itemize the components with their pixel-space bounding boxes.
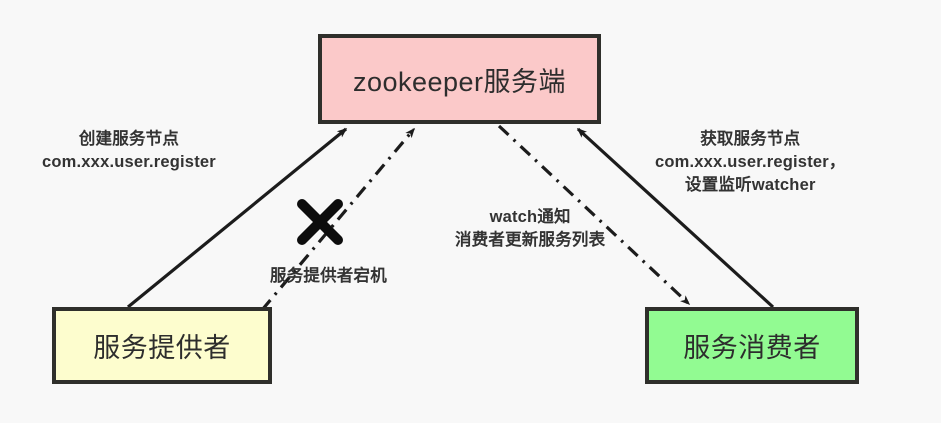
edge-label-provider-crash: 服务提供者宕机 (270, 265, 387, 288)
edge-label-register-line2: com.xxx.user.register (42, 152, 216, 171)
node-service-provider[interactable]: 服务提供者 (52, 307, 272, 384)
edge-label-watch-notify: watch通知 消费者更新服务列表 (455, 206, 605, 252)
x-mark-icon (297, 199, 343, 245)
edge-zookeeper-watch-notify (497, 124, 691, 306)
edge-label-discover-line2: com.xxx.user.register， (655, 152, 846, 171)
node-provider-label: 服务提供者 (93, 333, 231, 363)
edge-provider-register (126, 127, 348, 309)
edge-label-watch-line1: watch通知 (489, 208, 571, 226)
edge-provider-heartbeat-broken (260, 127, 416, 312)
node-consumer-label: 服务消费者 (683, 333, 821, 363)
node-zookeeper-label: zookeeper服务端 (352, 66, 567, 97)
edge-consumer-discover (576, 127, 775, 309)
edge-label-register: 创建服务节点 com.xxx.user.register (42, 128, 216, 174)
edge-label-crash-line1: 服务提供者宕机 (270, 267, 387, 285)
node-service-consumer[interactable]: 服务消费者 (645, 307, 859, 384)
edge-label-register-line1: 创建服务节点 (78, 130, 180, 148)
node-zookeeper-server[interactable]: zookeeper服务端 (318, 34, 601, 124)
edge-label-discover-line3: 设置监听watcher (685, 175, 816, 194)
edge-label-discover-line1: 获取服务节点 (700, 130, 801, 148)
edge-label-watch-line2: 消费者更新服务列表 (455, 230, 606, 249)
edge-label-discover: 获取服务节点 com.xxx.user.register， 设置监听watche… (655, 128, 846, 196)
